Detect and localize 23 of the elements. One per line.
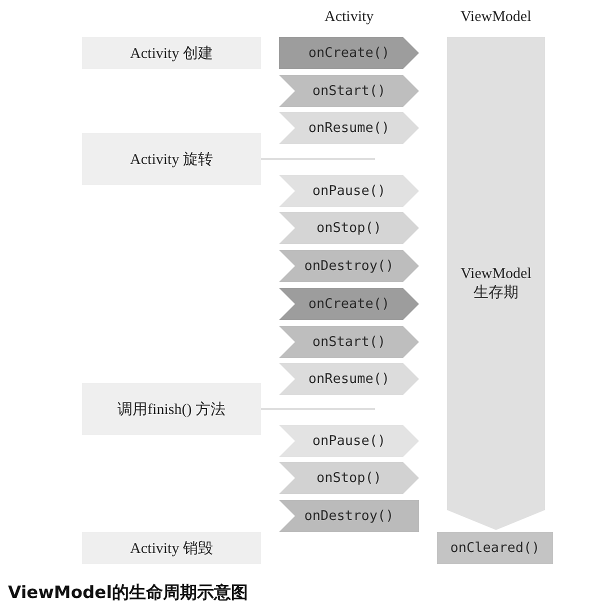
column-header: ViewModel xyxy=(460,9,532,26)
lifecycle-step: onPause() xyxy=(279,175,419,207)
lifecycle-step: onDestroy() xyxy=(279,500,419,532)
lifecycle-step: onResume() xyxy=(279,112,419,144)
lifecycle-step: onStart() xyxy=(279,326,419,358)
stage-box: Activity 旋转 xyxy=(82,133,261,185)
column-header: Activity xyxy=(324,9,374,26)
lifecycle-step: onPause() xyxy=(279,425,419,457)
lifecycle-step: onCreate() xyxy=(279,288,419,320)
lifecycle-step: onStart() xyxy=(279,75,419,107)
callback-box: onCleared() xyxy=(437,532,553,564)
lifecycle-step: onResume() xyxy=(279,363,419,395)
connector-line xyxy=(261,158,375,160)
lifecycle-step: onDestroy() xyxy=(279,250,419,282)
lifecycle-step: onStop() xyxy=(279,462,419,494)
connector-line xyxy=(261,408,375,410)
caption: ViewModel的生命周期示意图 xyxy=(8,582,248,604)
stage-box: 调用finish() 方法 xyxy=(82,383,261,435)
stage-box: Activity 销毁 xyxy=(82,532,261,564)
stage-box: Activity 创建 xyxy=(82,37,261,69)
lifecycle-step: onCreate() xyxy=(279,37,419,69)
lifecycle-step: onStop() xyxy=(279,212,419,244)
lifespan-band: ViewModel 生存期 xyxy=(447,37,545,530)
